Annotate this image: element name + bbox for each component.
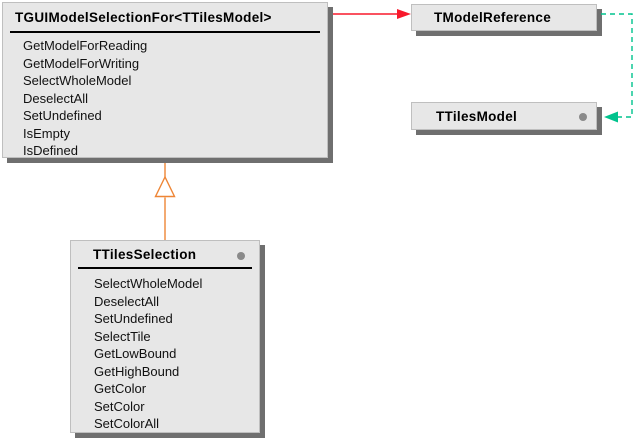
method-item[interactable]: SetUndefined — [23, 108, 102, 123]
method-item[interactable]: SetColor — [94, 398, 145, 414]
method-item[interactable]: SetColorAll — [94, 416, 160, 431]
class-title: TModelReference — [434, 10, 552, 25]
method-item[interactable]: GetLowBound — [94, 346, 177, 361]
method-item[interactable]: SelectWholeModel — [23, 73, 132, 88]
method-item[interactable]: IsEmpty — [23, 125, 70, 141]
class-box-tguimodelselectionfor[interactable]: TGUIModelSelectionFor<TTilesModel> GetMo… — [2, 2, 328, 158]
class-title: TTilesModel — [436, 108, 518, 124]
method-item[interactable]: GetHighBound — [94, 363, 180, 379]
method-item[interactable]: SetUndefined — [94, 311, 173, 326]
class-box-tmodelreference[interactable]: TModelReference — [411, 4, 597, 31]
title-separator — [10, 31, 320, 33]
class-box-ttilesselection[interactable]: TTilesSelection SelectWholeModel Deselec… — [70, 240, 260, 433]
method-item[interactable]: GetModelForWriting — [23, 55, 140, 71]
interface-dot-icon — [579, 113, 587, 121]
title-separator — [78, 267, 252, 269]
reference-arrow[interactable] — [333, 9, 411, 19]
dashed-use-arrow[interactable] — [601, 13, 633, 123]
class-box-ttilesmodel[interactable]: TTilesModel — [411, 102, 597, 130]
method-item[interactable]: DeselectAll — [94, 293, 160, 309]
class-title: TTilesSelection — [93, 246, 197, 262]
method-item[interactable]: GetColor — [94, 381, 147, 396]
method-item[interactable]: DeselectAll — [23, 90, 89, 106]
interface-dot-icon — [237, 252, 245, 260]
method-item[interactable]: SelectWholeModel — [94, 276, 203, 291]
method-item[interactable]: SelectTile — [94, 328, 151, 344]
inheritance-arrow[interactable] — [154, 163, 176, 240]
method-item[interactable]: GetModelForReading — [23, 38, 148, 53]
class-title: TGUIModelSelectionFor<TTilesModel> — [15, 9, 272, 25]
method-item[interactable]: IsDefined — [23, 143, 78, 158]
